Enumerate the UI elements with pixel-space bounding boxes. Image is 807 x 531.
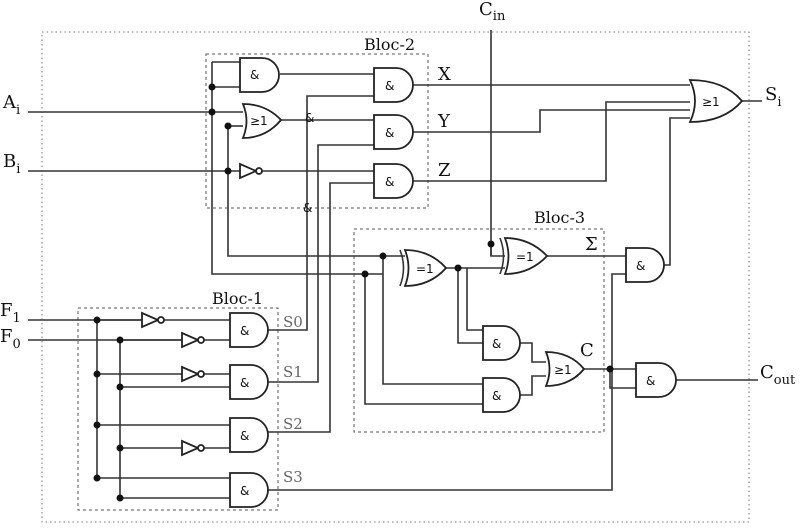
- xor-gate-2: [503, 237, 549, 275]
- input-cin-label: Cin: [479, 0, 506, 24]
- and-gate-b3-bottom: [482, 377, 521, 413]
- wire-and-mark: &: [303, 201, 312, 215]
- or-gate-symbol: ≥1: [702, 95, 720, 109]
- signal-y-label: Y: [437, 111, 451, 132]
- junction-dots: [93, 83, 614, 502]
- and-gate-symbol: &: [646, 374, 655, 388]
- select-s1-label: S1: [283, 363, 303, 381]
- and-gate-symbol: &: [385, 175, 394, 189]
- signal-z-label: Z: [438, 160, 451, 181]
- inverter-gate: [181, 439, 201, 457]
- or-gate-b2: [241, 103, 283, 139]
- input-b-label: Bi: [3, 151, 20, 177]
- and-gate-symbol: &: [240, 484, 249, 498]
- and-gate-s1: [229, 364, 269, 400]
- and-gate-symbol: &: [250, 68, 259, 82]
- bloc-3-title: Bloc-3: [534, 208, 585, 227]
- and-gate-s3: [229, 472, 269, 508]
- and-gate-symbol: &: [240, 324, 249, 338]
- inverter-gate: [181, 365, 201, 383]
- and-gate-symbol: &: [385, 79, 394, 93]
- signal-sigma-label: Σ: [585, 234, 598, 255]
- and-gate-symbol: &: [636, 259, 645, 273]
- bloc-2-box: [205, 53, 429, 209]
- select-s3-label: S3: [283, 468, 303, 486]
- and-gate-symbol: &: [492, 389, 501, 403]
- and-gate-sigma: [625, 247, 665, 283]
- or-gate-carry: [544, 351, 586, 387]
- and-gate-s0: [229, 312, 269, 348]
- xor-gate-symbol: =1: [516, 250, 534, 264]
- and-gate-symbol: &: [240, 429, 249, 443]
- and-gate-symbol: &: [492, 337, 501, 351]
- select-s2-label: S2: [283, 415, 303, 433]
- wire-and-mark: &: [305, 111, 314, 125]
- bloc-1-title: Bloc-1: [212, 289, 263, 308]
- xor-gate-symbol: =1: [416, 262, 434, 276]
- select-s0-label: S0: [283, 313, 303, 331]
- and-gate-b3-top: [482, 325, 521, 361]
- and-gate-x: [373, 67, 414, 103]
- input-a-label: Ai: [2, 92, 20, 118]
- bloc-3-box: [353, 228, 605, 433]
- inverter-f0-gate: [181, 331, 201, 349]
- input-f1-label: F1: [0, 300, 21, 326]
- signal-c-label: C: [580, 340, 594, 361]
- and-gate-symbol: &: [240, 376, 249, 390]
- signal-x-label: X: [438, 64, 451, 85]
- input-f0-label: F0: [0, 326, 21, 352]
- xor-gate-1: [403, 249, 448, 287]
- or-gate-symbol: ≥1: [554, 363, 572, 377]
- or-gate-symbol: ≥1: [250, 114, 268, 128]
- bloc-1-box: [77, 307, 279, 511]
- output-cout-label: Cout: [760, 362, 796, 388]
- or-gate-si: [688, 79, 744, 123]
- inverter-b-gate: [239, 162, 259, 180]
- output-s-label: Si: [765, 84, 782, 110]
- bloc-2-title: Bloc-2: [364, 35, 415, 54]
- and-gate-y: [373, 114, 414, 150]
- inverter-f1-gate: [141, 311, 161, 329]
- and-gate-symbol: &: [385, 126, 394, 140]
- and-gate-s2: [229, 417, 269, 453]
- wires: [28, 30, 762, 499]
- and-gate-b2-top: [239, 57, 280, 93]
- and-gate-cout: [635, 362, 677, 398]
- and-gate-z: [373, 163, 414, 199]
